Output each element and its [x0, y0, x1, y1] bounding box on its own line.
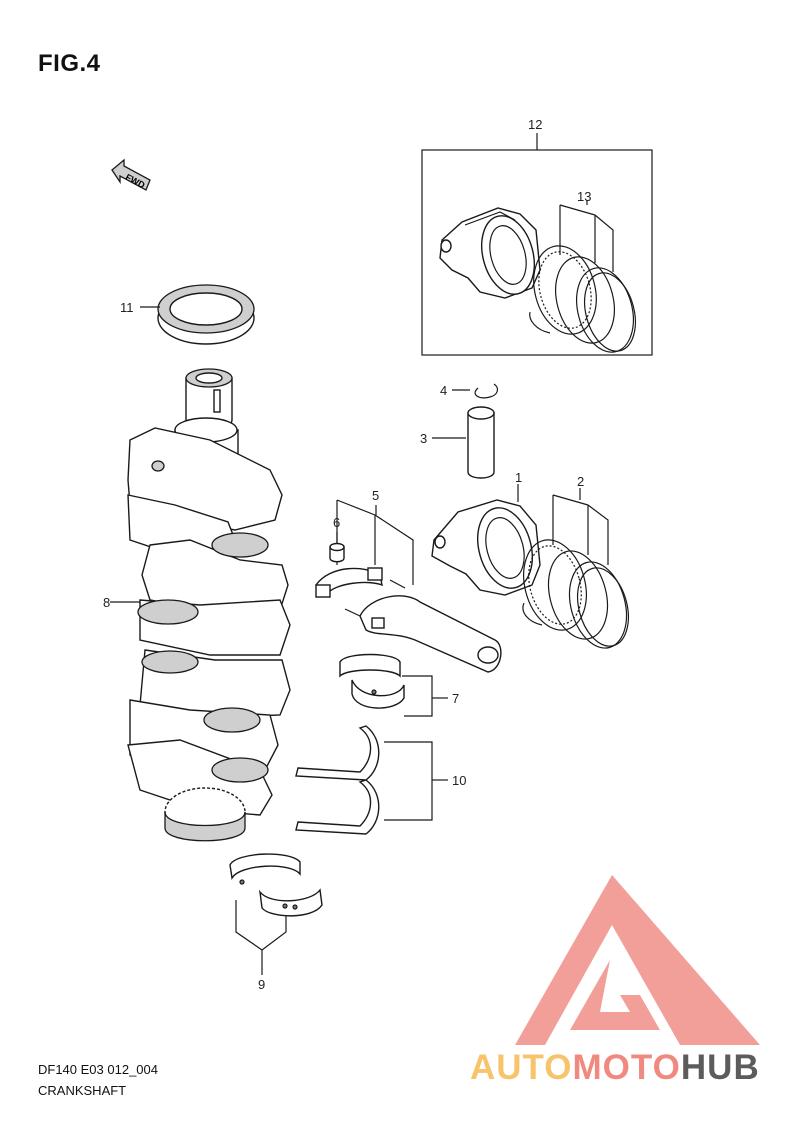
callout-5: 5: [372, 488, 379, 503]
part-3-piston-pin: [432, 406, 495, 479]
part-8-crankshaft: [110, 368, 291, 842]
part-5-connecting-rod: [315, 499, 502, 673]
part-2-piston-rings: [522, 488, 629, 649]
figure-title: FIG.4: [38, 50, 101, 77]
callout-13: 13: [577, 189, 591, 204]
callout-2: 2: [577, 474, 584, 489]
part-7-conrod-bearing: [339, 653, 448, 717]
part-6-nut: [329, 532, 345, 563]
drawing-code: DF140 E03 012_004: [38, 1062, 158, 1077]
callout-11: 11: [120, 300, 134, 315]
watermark-logo: [515, 875, 760, 1045]
callout-1: 1: [515, 470, 522, 485]
callout-10: 10: [452, 773, 466, 788]
part-4-circlip: [452, 383, 499, 399]
callout-7: 7: [452, 691, 459, 706]
part-10-thrust-washers: [295, 725, 448, 835]
callout-8: 8: [103, 595, 110, 610]
part-11-oil-seal: [140, 284, 255, 345]
callout-6: 6: [333, 515, 340, 530]
watermark-moto: MOTO: [572, 1048, 681, 1087]
callout-9: 9: [258, 977, 265, 992]
part-1-piston: [431, 484, 541, 596]
watermark-wordmark: AUTOMOTOHUB: [470, 1048, 760, 1088]
part-9-main-bearing: [229, 853, 323, 975]
callout-12: 12: [528, 117, 542, 132]
callout-3: 3: [420, 431, 427, 446]
callout-labels: 1 2 3 4 5 6 7 8 9 10 11 12 13: [103, 117, 591, 992]
fwd-arrow-icon: FWD: [111, 158, 151, 191]
callout-4: 4: [440, 383, 447, 398]
watermark-auto: AUTO: [470, 1048, 573, 1087]
watermark-hub: HUB: [680, 1048, 760, 1087]
drawing-subtitle: CRANKSHAFT: [38, 1083, 127, 1098]
piston-assembly-drawing: [439, 200, 636, 353]
